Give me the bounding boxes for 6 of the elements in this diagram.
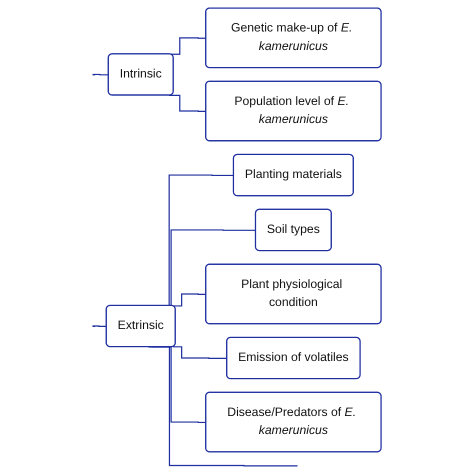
connector [169, 37, 206, 55]
connector [92, 74, 109, 76]
connector [172, 346, 227, 359]
connector [172, 293, 206, 307]
connector [92, 325, 107, 327]
connector [169, 94, 206, 112]
